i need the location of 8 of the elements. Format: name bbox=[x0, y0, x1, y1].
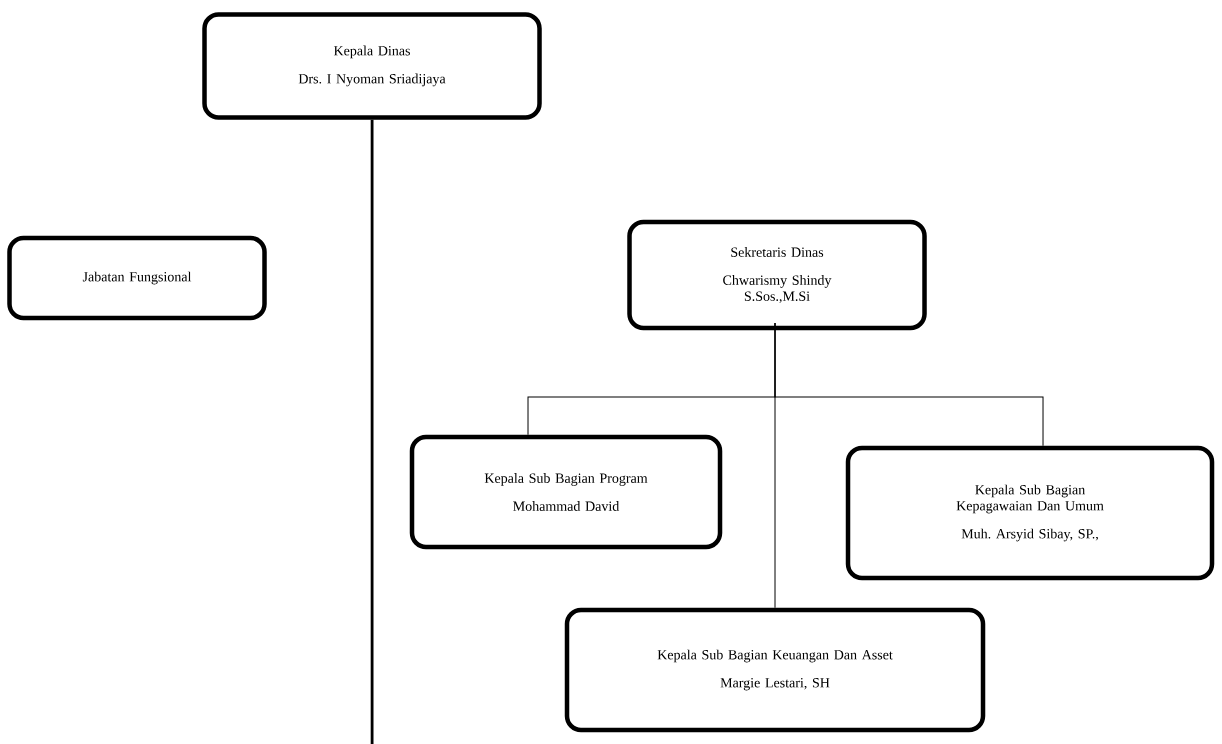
org-box: Kepala Sub Bagian Program Mohammad David bbox=[409, 434, 723, 550]
org-box: Kepala Sub Bagian Keuangan Dan Asset Margie Lestari, SH bbox=[564, 607, 986, 733]
connector-line bbox=[370, 119, 374, 744]
org-box: Sekretaris Dinas Chwarismy Shindy S.Sos.,M.Si bbox=[627, 219, 927, 331]
org-box: Kepala Sub Bagian Kepagawaian Dan Umum Muh. Arsyid Sibay, SP., bbox=[845, 445, 1215, 581]
connector-line bbox=[774, 322, 776, 609]
org-box: Kepala Dinas Drs. I Nyoman Sriadijaya bbox=[202, 12, 542, 120]
org-box: Jabatan Fungsional bbox=[7, 235, 267, 321]
